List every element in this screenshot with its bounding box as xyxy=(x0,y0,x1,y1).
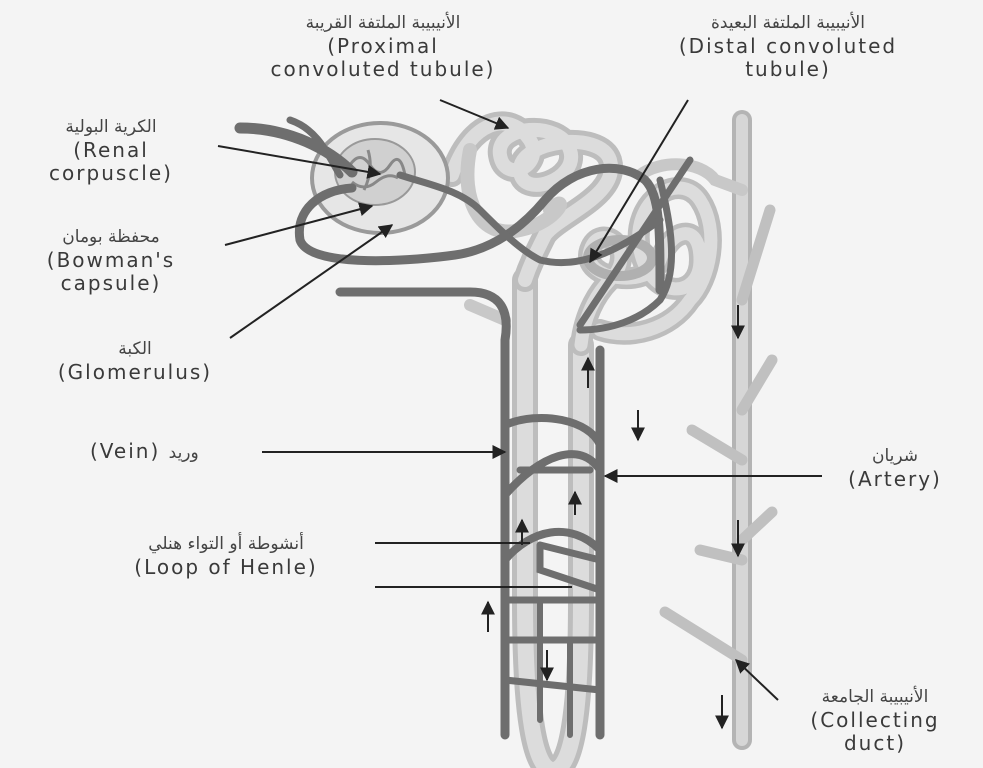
renal-corpuscle-english-1: (Renal xyxy=(4,139,218,162)
bowmans-capsule-english-1: (Bowman's xyxy=(4,249,218,272)
renal-corpuscle-english-2: corpuscle) xyxy=(4,162,218,185)
collecting-duct-english-1: (Collecting xyxy=(775,709,975,732)
loop-of-henle-arabic: أنشوطة أو التواء هنلي xyxy=(86,533,366,556)
vein-arabic: وريد xyxy=(169,443,199,463)
vein-english: (Vein) xyxy=(90,439,160,463)
renal-corpuscle-arabic: الكرية البولية xyxy=(4,116,218,139)
loop-of-henle-tubule xyxy=(470,280,581,768)
blood-vessels xyxy=(240,120,690,735)
collecting-duct-label: الأنيبيبة الجامعة (Collecting duct) xyxy=(775,686,975,755)
bowmans-capsule-arabic: محفظة بومان xyxy=(4,226,218,249)
proximal-tubule-label: الأنيبيبة الملتفة القريبة (Proximal conv… xyxy=(218,12,548,81)
loop-of-henle-english: (Loop of Henle) xyxy=(86,556,366,579)
loop-of-henle-label: أنشوطة أو التواء هنلي (Loop of Henle) xyxy=(86,533,366,579)
glomerulus-english: (Glomerulus) xyxy=(4,361,266,384)
distal-tubule-english-1: (Distal convoluted xyxy=(622,35,954,58)
bowmans-capsule-label: محفظة بومان (Bowman's capsule) xyxy=(4,226,218,295)
glomerulus-arabic: الكبة xyxy=(4,338,266,361)
proximal-tubule-english-2: convoluted tubule) xyxy=(218,58,548,81)
vein-label: (Vein) وريد xyxy=(90,440,265,465)
bowmans-capsule-english-2: capsule) xyxy=(4,272,218,295)
collecting-duct-arabic: الأنيبيبة الجامعة xyxy=(775,686,975,709)
artery-arabic: شريان xyxy=(815,445,975,468)
artery-label: شريان (Artery) xyxy=(815,445,975,491)
distal-tubule-label: الأنيبيبة الملتفة البعيدة (Distal convol… xyxy=(622,12,954,81)
artery-english: (Artery) xyxy=(815,468,975,491)
distal-tubule-arabic: الأنيبيبة الملتفة البعيدة xyxy=(622,12,954,35)
distal-tubule-english-2: tubule) xyxy=(622,58,954,81)
glomerulus-label: الكبة (Glomerulus) xyxy=(4,338,266,384)
renal-corpuscle-label: الكرية البولية (Renal corpuscle) xyxy=(4,116,218,185)
proximal-tubule-english-1: (Proximal xyxy=(218,35,548,58)
proximal-tubule-arabic: الأنيبيبة الملتفة القريبة xyxy=(218,12,548,35)
collecting-duct xyxy=(665,120,772,740)
collecting-duct-english-2: duct) xyxy=(775,732,975,755)
